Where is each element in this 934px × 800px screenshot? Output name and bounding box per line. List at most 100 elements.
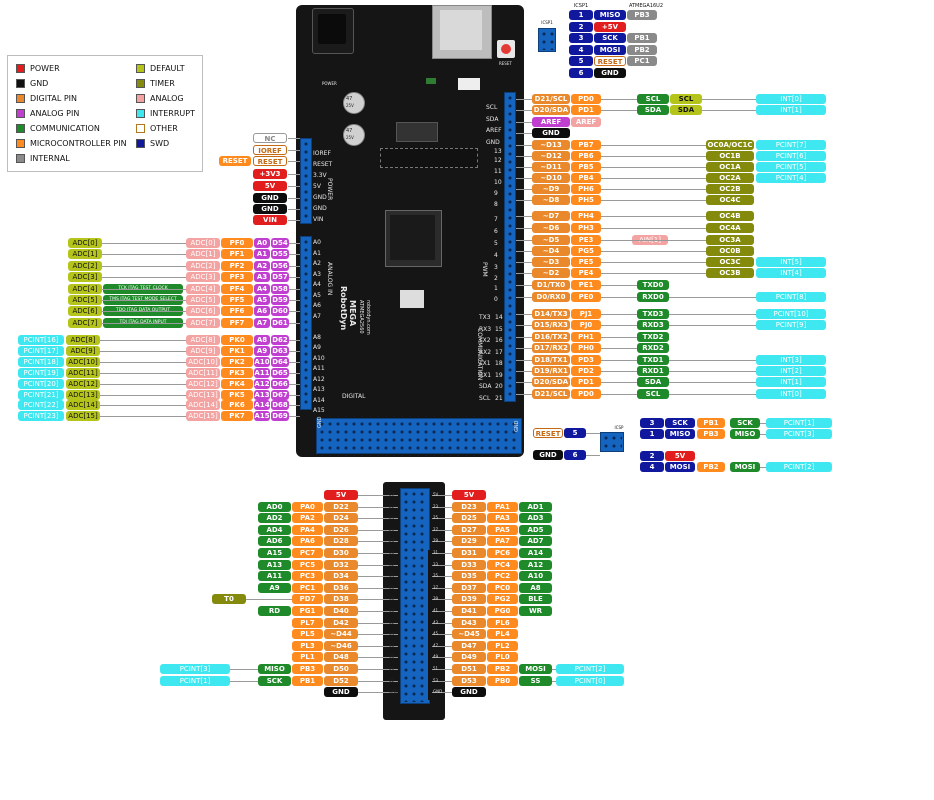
board-analog-pin-label: A10 (313, 354, 325, 362)
bottom-right-comm: A12 (519, 559, 552, 570)
board-analog-pin-label: A7 (313, 312, 321, 320)
analog-leader-line (289, 416, 300, 418)
pwm-timer-tag: OC2A (706, 173, 754, 183)
right-interrupt-tag: INT[1] (756, 105, 826, 115)
legend-label: ANALOG (150, 94, 184, 103)
icsp-right-interrupt: PCINT[1] (766, 418, 832, 428)
icsp1-port: PC1 (627, 56, 657, 66)
legend-label: DEFAULT (150, 64, 185, 73)
brand-website: robotdyn.com (365, 300, 371, 335)
right-leader-line (516, 189, 532, 190)
legend-swatch (136, 139, 145, 148)
icsp1-pin-number: 3 (569, 33, 593, 43)
bottom-left-port: PA6 (292, 536, 323, 547)
right-leader-line (516, 133, 532, 134)
board-reset-label: RESET (499, 61, 512, 66)
board-analog-pin-label: A8 (313, 333, 321, 341)
bottom-left-port: PD7 (292, 594, 323, 605)
comm-port-tag: PH1 (571, 331, 601, 342)
board-comm-pin-label: TX1 (479, 360, 491, 367)
right-leader-line (760, 423, 766, 424)
board-digital-pin-label: 10 (494, 179, 502, 186)
legend-label: COMMUNICATION (30, 124, 100, 133)
pwm-port-tag: PH5 (571, 195, 601, 205)
bottom-right-port: PL2 (487, 640, 518, 651)
power-header (300, 138, 312, 224)
bottom-left-port: PA0 (292, 501, 323, 512)
bottom-left-digital: D34 (324, 571, 358, 582)
right-leader-line (516, 314, 532, 315)
board-digital-pin-label: 0 (494, 296, 498, 303)
analog-leader-line (289, 340, 300, 341)
right-leader-line (516, 251, 532, 252)
bottom-leader-line (432, 634, 452, 636)
right-leader-line (516, 240, 532, 241)
comm-function-tag: SDA (637, 377, 669, 388)
bottom-left-port: PL7 (292, 617, 323, 628)
model-chip-name: ATMEGA2560 (358, 300, 364, 334)
legend-item: POWER (16, 64, 60, 73)
bottom-right-port: PB0 (487, 675, 518, 686)
analog-leader-line (289, 243, 300, 244)
comm-port-tag: PJ0 (571, 320, 601, 331)
comm-interrupt-tag: INT[0] (756, 388, 826, 399)
bottom-leader-line (230, 669, 258, 670)
comm-digital-tag: D21/SCL (532, 388, 570, 399)
pwm-digital-tag: ~D3 (532, 257, 570, 267)
power-leader-line (288, 209, 300, 210)
bottom-leader-line (356, 587, 398, 589)
analog-adc-tag: ADC[12] (186, 378, 220, 389)
bottom-left-interrupt: PCINT[1] (160, 675, 230, 686)
right-leader-line (702, 110, 756, 111)
right-port-tag: PD0 (571, 94, 601, 104)
legend-item: INTERRUPT (136, 109, 195, 118)
pwm-digital-tag: ~D2 (532, 268, 570, 278)
analog-port-tag: PK3 (221, 367, 253, 378)
icsp-right-comm: SCK (730, 418, 760, 428)
analog-header (300, 236, 312, 410)
bottom-left-port: PL5 (292, 629, 323, 640)
legend-item: GND (16, 79, 48, 88)
board-analog-pin-label: A2 (313, 260, 321, 267)
bottom-right-comm: A14 (519, 548, 552, 558)
board-power-pin-label: GND (313, 205, 327, 212)
icsp1-pin-number: 6 (569, 67, 593, 78)
bottom-right-comm: AD7 (519, 536, 552, 547)
analog-default-adc: ADC[1] (68, 249, 102, 260)
analog-adc-tag: ADC[9] (186, 345, 220, 356)
bottom-header-number-right: 33 (433, 561, 439, 567)
analog-digital-tag: D61 (271, 317, 289, 328)
analog-default-adc: ADC[4] (68, 283, 102, 294)
right-leader-line (516, 262, 532, 263)
bottom-right-digital: D39 (452, 594, 486, 605)
comm-digital-tag: D16/TX2 (532, 331, 570, 342)
analog-leader-line (289, 405, 300, 407)
pwm-interrupt-tag: PCINT[4] (756, 173, 826, 183)
bottom-left-comm: A11 (258, 571, 291, 582)
bottom-header-number-left: 50 (389, 666, 395, 671)
bottom-left-digital: D40 (324, 606, 358, 616)
right-comm-tag: SDA (637, 105, 669, 115)
bottom-header-number-left: 30 (389, 550, 395, 555)
analog-adc-tag: ADC[6] (186, 306, 220, 317)
bottom-leader-line (432, 622, 452, 624)
analog-adc-tag: ADC[1] (186, 249, 220, 260)
pwm-interrupt-tag: PCINT[7] (756, 140, 826, 150)
right-digital-tag: D21/SCL (532, 94, 570, 104)
board-digital-pin-label: SCL (486, 104, 498, 111)
bottom-left-digital: ~D46 (324, 640, 358, 651)
board-comm-pin-number: 16 (495, 337, 503, 344)
bottom-header-number-right: 25 (433, 515, 439, 521)
board-analog-pin-label: A4 (313, 281, 321, 288)
header-pin-holes (540, 30, 554, 50)
digital-section-label: DIGITAL (342, 393, 366, 400)
bottom-leader-line (432, 692, 452, 694)
pwm-timer-tag: OC4A (706, 223, 754, 233)
board-comm-pin-number: 18 (495, 360, 503, 367)
icsp-right-interrupt: PCINT[3] (766, 429, 832, 439)
right-leader-line (516, 285, 532, 286)
bottom-header-number-left: 5V (389, 492, 395, 497)
legend-label: GND (30, 79, 49, 88)
bottom-header-number-left: 52 (389, 677, 395, 683)
bottom-left-comm: A13 (258, 559, 291, 570)
